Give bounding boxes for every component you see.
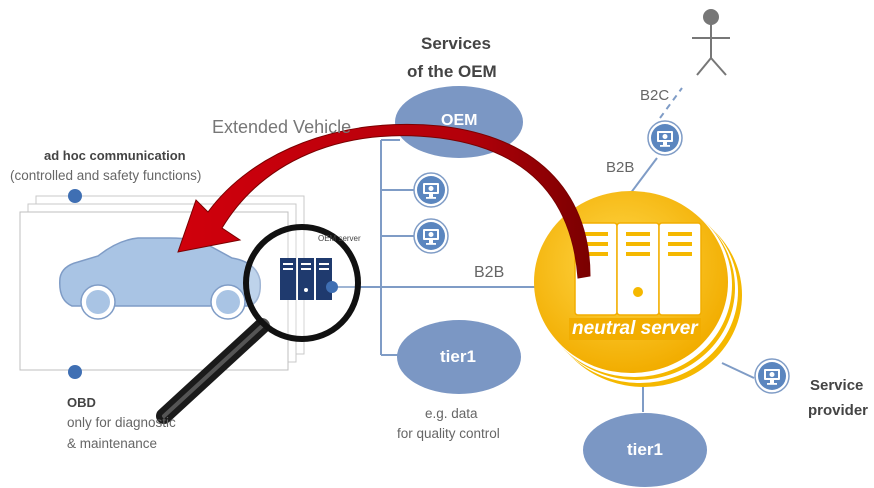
obd-title: OBD bbox=[67, 395, 96, 410]
connection-lines bbox=[332, 87, 755, 412]
neutral-server-label: neutral server bbox=[569, 318, 701, 340]
services-title-line2: of the OEM bbox=[407, 62, 497, 81]
services-title-line1: Services bbox=[421, 34, 491, 53]
oem-server-icon bbox=[280, 258, 332, 300]
extended-vehicle-label: Extended Vehicle bbox=[212, 117, 352, 137]
service-provider-line1: Service bbox=[810, 377, 864, 394]
adhoc-title: ad hoc communication bbox=[44, 148, 186, 163]
tier1-left-label: tier1 bbox=[440, 347, 476, 366]
b2b-monitor-icon bbox=[647, 120, 683, 156]
obd-line2: & maintenance bbox=[67, 436, 158, 451]
oem-server-label: OEM server bbox=[318, 234, 361, 243]
tier1-bottom-label: tier1 bbox=[627, 440, 663, 459]
obd-port-dot bbox=[68, 365, 82, 379]
b2b-top-label: B2B bbox=[606, 159, 635, 176]
eg-line2: for quality control bbox=[397, 426, 500, 441]
car-icon bbox=[59, 237, 262, 320]
oem-server-port-dot bbox=[326, 281, 338, 293]
b2b-center-label: B2B bbox=[474, 264, 505, 281]
service-provider-monitor-icon bbox=[754, 358, 790, 394]
oem-service-monitor-icon bbox=[413, 218, 449, 254]
service-provider-line2: provider bbox=[808, 402, 869, 419]
tier1-oval-left bbox=[397, 320, 521, 394]
oem-service-monitor-icon bbox=[413, 172, 449, 208]
customer-person-icon bbox=[692, 9, 730, 76]
oem-label: OEM bbox=[441, 112, 478, 129]
adhoc-port-dot bbox=[68, 189, 82, 203]
adhoc-subtitle: (controlled and safety functions) bbox=[10, 168, 202, 183]
tier1-oval-bottom bbox=[583, 413, 707, 487]
data-flow-arrow bbox=[177, 123, 591, 279]
b2c-label: B2C bbox=[640, 87, 670, 104]
obd-line1: only for diagnostic bbox=[67, 415, 176, 430]
eg-line1: e.g. data bbox=[425, 406, 478, 421]
